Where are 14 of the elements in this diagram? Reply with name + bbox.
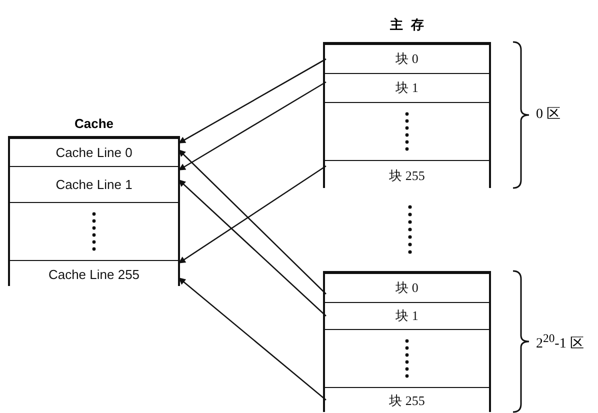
arrow: [178, 58, 326, 144]
region-label: 0 区: [536, 106, 560, 123]
arrow: [178, 150, 326, 294]
arrow: [178, 278, 326, 400]
table-row: Cache Line 255: [10, 260, 178, 288]
table-heading: 主存: [389, 16, 433, 34]
arrow: [178, 180, 326, 316]
region-label: 2$^{20}$-1 区: [536, 332, 584, 352]
arrow: [178, 81, 326, 171]
table-row: 块 255: [325, 387, 489, 413]
table-heading: Cache: [73, 116, 115, 131]
table-row: 块 255: [325, 160, 489, 190]
arrow: [178, 165, 326, 264]
memory-table: [323, 271, 491, 412]
